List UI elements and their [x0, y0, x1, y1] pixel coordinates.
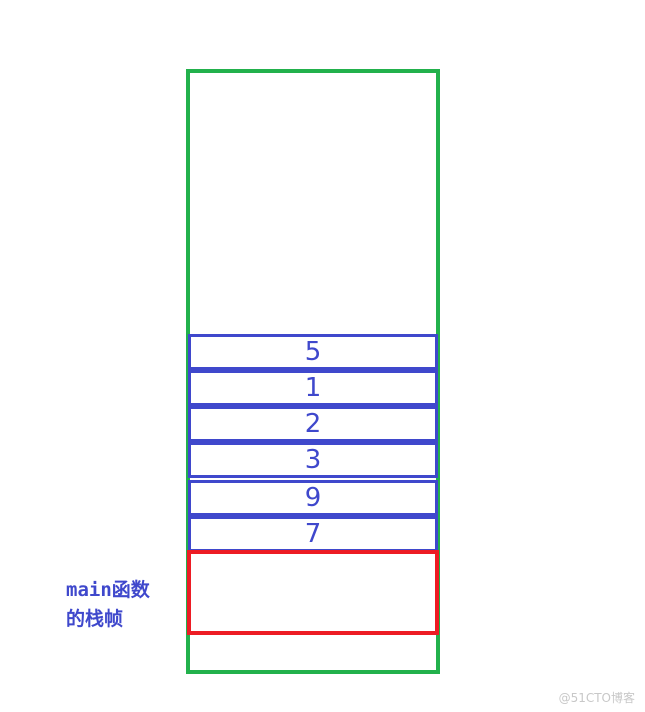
- stack-slot-value: 7: [304, 519, 322, 549]
- watermark: @51CTO博客: [558, 691, 635, 705]
- stack-slot-value: 3: [304, 445, 322, 475]
- stack-slot: 2: [188, 406, 438, 442]
- main-stack-frame: [187, 550, 439, 635]
- stack-slot: 1: [188, 370, 438, 406]
- stack-slot-value: 5: [304, 337, 322, 367]
- stack-slot: 5: [188, 334, 438, 370]
- stack-slot: 7: [188, 516, 438, 552]
- main-frame-label-line2: 的栈帧: [66, 608, 124, 630]
- stack-slot: 3: [188, 442, 438, 478]
- stack-slot-value: 1: [304, 373, 322, 403]
- stack-slot-value: 9: [304, 483, 322, 513]
- stack-slot-value: 2: [304, 409, 322, 439]
- main-frame-label-line1: main函数: [66, 579, 150, 601]
- main-frame-label: main函数 的栈帧: [66, 576, 176, 634]
- stack-slot: 9: [188, 480, 438, 516]
